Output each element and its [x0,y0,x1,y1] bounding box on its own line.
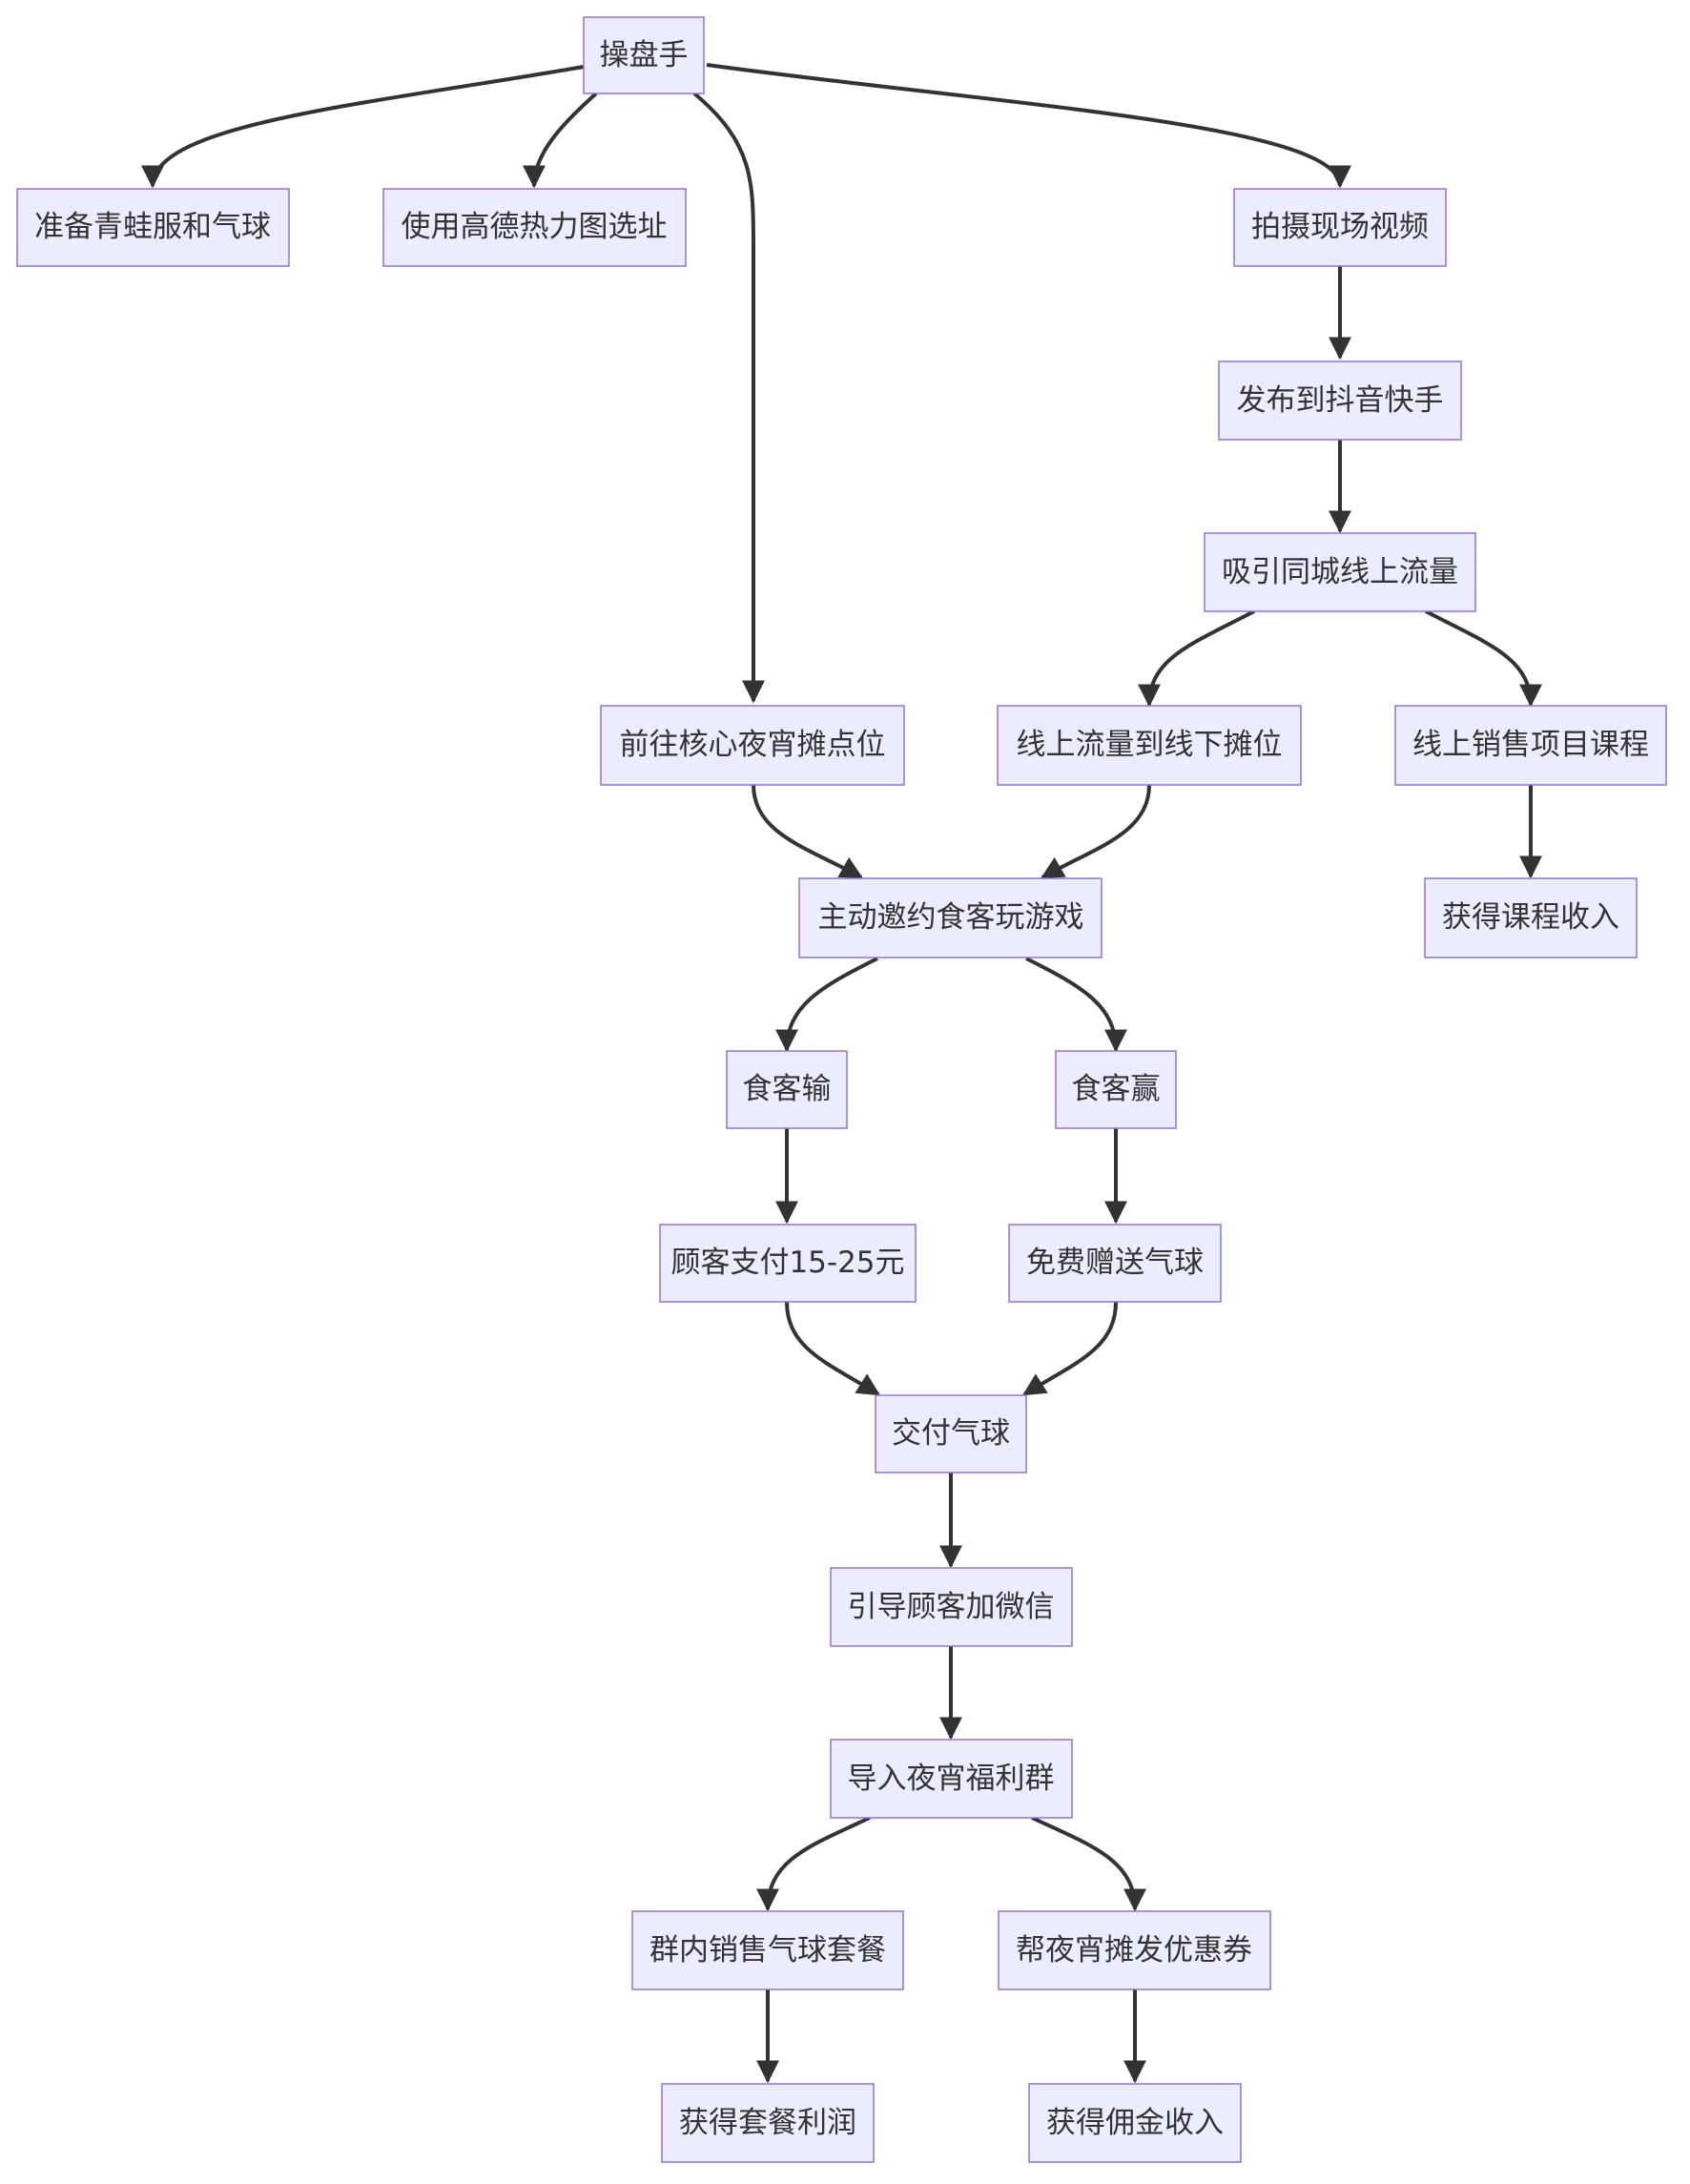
node-n2: 使用高德热力图选址 [382,188,687,267]
node-label: 导入夜宵福利群 [848,1762,1055,1796]
edge-n0-n3 [706,63,1351,189]
node-label: 主动邀约食客玩游戏 [818,900,1084,935]
node-n20: 获得套餐利润 [661,2083,875,2163]
node-label: 交付气球 [892,1416,1010,1451]
edge-n5-n8 [1425,609,1542,708]
node-n3: 拍摄现场视频 [1233,188,1447,267]
node-n15: 交付气球 [875,1394,1027,1473]
node-n19: 帮夜宵摊发优惠券 [998,1910,1271,1990]
node-label: 线上流量到线下摊位 [1017,728,1283,762]
edge-n9-n12 [1025,957,1127,1053]
node-n6: 前往核心夜宵摊点位 [600,705,905,786]
node-n14: 免费赠送气球 [1008,1224,1222,1303]
node-label: 前往核心夜宵摊点位 [620,728,886,762]
node-n18: 群内销售气球套餐 [631,1910,904,1990]
node-n10: 获得课程收入 [1424,877,1638,958]
edge-n0-n1 [141,65,585,189]
node-n9: 主动邀约食客玩游戏 [798,877,1103,958]
edge-n14-n15 [1021,1301,1118,1396]
node-label: 帮夜宵摊发优惠券 [1016,1933,1252,1968]
node-label: 获得套餐利润 [679,2106,856,2140]
node-n4: 发布到抖音快手 [1218,361,1462,441]
edge-n5-n7 [1138,609,1255,708]
edge-n7-n9 [1040,784,1151,879]
node-n5: 吸引同城线上流量 [1204,532,1476,612]
node-label: 使用高德热力图选址 [402,210,668,244]
node-n1: 准备青蛙服和气球 [16,188,290,267]
edge-n6-n9 [752,784,864,879]
node-label: 免费赠送气球 [1026,1246,1204,1280]
node-n0: 操盘手 [583,16,705,94]
node-n8: 线上销售项目课程 [1394,705,1667,786]
edges [141,63,1542,2084]
node-label: 拍摄现场视频 [1251,210,1429,244]
node-n12: 食客赢 [1055,1050,1177,1129]
node-n7: 线上流量到线下摊位 [997,705,1302,786]
node-n17: 导入夜宵福利群 [830,1739,1073,1819]
node-n21: 获得佣金收入 [1028,2083,1242,2163]
node-label: 食客输 [743,1072,832,1106]
nodes: 操盘手 准备青蛙服和气球 使用高德热力图选址 拍摄现场视频 发布到抖音快手 吸引… [16,16,1667,2163]
edge-n13-n15 [785,1301,881,1396]
edge-n0-n6 [692,92,765,704]
edge-n0-n2 [523,92,598,189]
edge-n17-n18 [756,1816,871,1912]
node-label: 获得佣金收入 [1046,2106,1224,2140]
edge-n17-n19 [1031,1816,1146,1912]
node-label: 准备青蛙服和气球 [34,210,271,244]
node-label: 操盘手 [600,38,689,72]
node-label: 顾客支付15-25元 [670,1246,904,1280]
node-label: 引导顾客加微信 [848,1590,1055,1624]
node-n13: 顾客支付15-25元 [659,1224,917,1303]
node-label: 获得课程收入 [1442,900,1619,935]
node-n11: 食客输 [726,1050,848,1129]
edge-n9-n11 [775,957,878,1053]
node-n16: 引导顾客加微信 [830,1567,1073,1647]
node-label: 食客赢 [1072,1072,1161,1106]
node-label: 发布到抖音快手 [1237,383,1444,418]
node-label: 群内销售气球套餐 [649,1933,886,1968]
node-label: 线上销售项目课程 [1412,728,1649,762]
node-label: 吸引同城线上流量 [1222,555,1458,589]
